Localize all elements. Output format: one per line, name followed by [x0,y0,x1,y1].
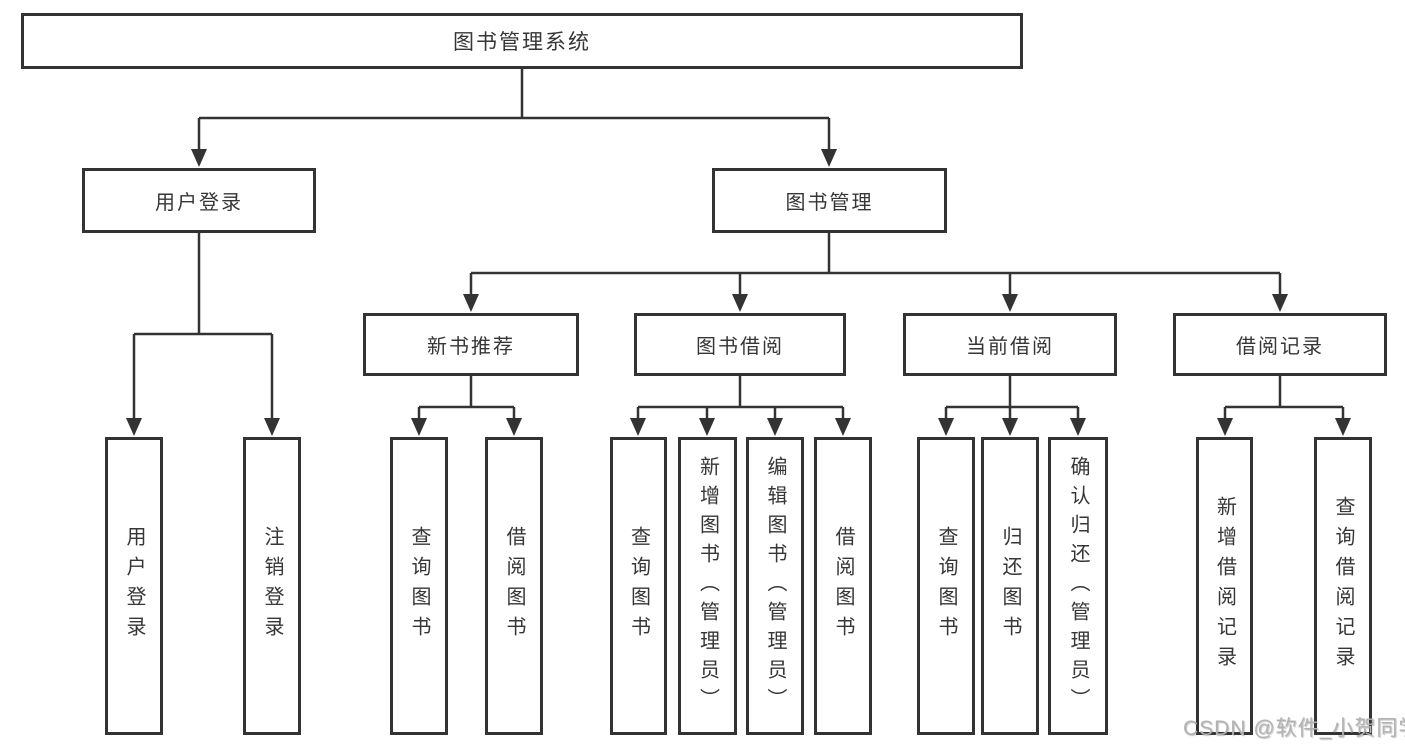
node-user-login-label: 用户登录 [155,192,243,214]
node-current-borrowing-label: 当前借阅 [966,336,1054,358]
leaf-label: 借阅图书 [503,526,525,646]
leaf-query-borrow-record: 查询借阅记录 [1314,437,1372,735]
leaf-query-books-current: 查询图书 [917,437,975,735]
leaf-borrow-books-recommend: 借阅图书 [485,437,543,735]
leaf-edit-books-admin: 编辑图书（管理员） [746,437,804,735]
node-root-label: 图书管理系统 [453,31,591,54]
leaf-borrow-books-borrowing: 借阅图书 [814,437,872,735]
leaf-add-books-admin: 新增图书（管理员） [678,437,737,735]
leaf-confirm-return-admin: 确认归还（管理员） [1048,437,1108,735]
leaf-label: 确认归还（管理员） [1067,455,1089,717]
node-book-borrowing: 图书借阅 [634,313,846,376]
leaf-label: 查询图书 [627,526,650,646]
node-book-borrowing-label: 图书借阅 [696,336,784,358]
leaf-label: 查询借阅记录 [1332,496,1354,676]
node-root: 图书管理系统 [21,13,1023,69]
node-borrowing-records-label: 借阅记录 [1236,336,1324,358]
leaf-label: 查询图书 [408,526,430,646]
node-current-borrowing: 当前借阅 [903,313,1117,376]
node-borrowing-records: 借阅记录 [1173,313,1387,376]
leaf-label: 注销登录 [261,526,283,646]
node-user-login: 用户登录 [82,168,316,233]
leaf-label: 归还图书 [999,526,1021,646]
leaf-query-books-recommend: 查询图书 [390,437,448,735]
leaf-add-borrow-record: 新增借阅记录 [1196,437,1253,735]
leaf-label: 查询图书 [935,526,957,646]
leaf-user-login: 用户登录 [105,437,163,735]
csdn-watermark: CSDN @软件_小贺同学 [1183,717,1405,740]
leaf-return-books: 归还图书 [981,437,1039,735]
arrowhead-icons [126,149,1351,436]
node-book-management-label: 图书管理 [785,192,874,214]
node-new-book-recommend: 新书推荐 [363,313,579,376]
leaf-label: 用户登录 [123,526,145,646]
leaf-label: 新增借阅记录 [1213,496,1236,676]
leaf-query-books-borrowing: 查询图书 [610,437,667,735]
leaf-label: 编辑图书（管理员） [764,455,786,717]
leaf-label: 借阅图书 [832,526,854,646]
node-new-book-recommend-label: 新书推荐 [427,336,515,358]
leaf-label: 新增图书（管理员） [696,455,719,717]
node-book-management: 图书管理 [712,168,947,233]
leaf-logout: 注销登录 [243,437,301,735]
